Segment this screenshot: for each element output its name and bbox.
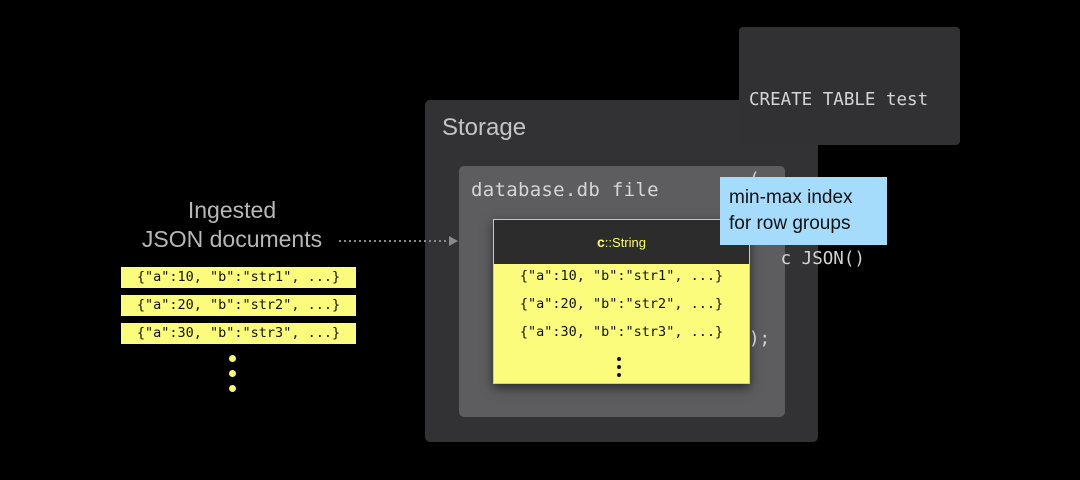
column-name: c: [597, 234, 605, 250]
ingested-title-line1: Ingested: [187, 197, 277, 223]
more-docs-dot: [229, 355, 236, 362]
more-docs-dot: [229, 370, 236, 377]
min-max-index-note: min-max index for row groups: [720, 177, 887, 245]
column-row: {"a":30, "b":"str3", ...}: [519, 324, 724, 340]
create-table-sql: CREATE TABLE test ( c JSON() );: [739, 27, 960, 349]
json-column: c::String {"a":10, "b":"str1", ...} {"a"…: [493, 219, 750, 384]
ingested-doc: {"a":10, "b":"str1", ...}: [121, 267, 356, 288]
ingested-doc: {"a":20, "b":"str2", ...}: [121, 295, 356, 316]
index-note-line1: min-max index: [729, 187, 853, 208]
more-rows-dot: [617, 373, 621, 377]
more-docs-dot: [229, 385, 236, 392]
index-note-line2: for row groups: [729, 213, 851, 234]
storage-label: Storage: [442, 114, 527, 141]
sql-line: );: [749, 328, 771, 349]
ingested-title-line2: JSON documents: [141, 226, 323, 252]
column-type: ::String: [604, 235, 646, 250]
column-row: {"a":20, "b":"str2", ...}: [519, 296, 724, 312]
db-file-label: database.db file: [471, 179, 659, 201]
ingested-doc: {"a":30, "b":"str3", ...}: [121, 323, 356, 344]
sql-line: c JSON(): [749, 249, 865, 269]
more-rows-dot: [617, 357, 621, 361]
more-rows-dot: [617, 365, 621, 369]
ingested-title: Ingested JSON documents: [122, 196, 342, 254]
column-header: c::String: [494, 220, 749, 264]
sql-line: CREATE TABLE test: [749, 90, 929, 110]
column-row: {"a":10, "b":"str1", ...}: [519, 268, 724, 284]
